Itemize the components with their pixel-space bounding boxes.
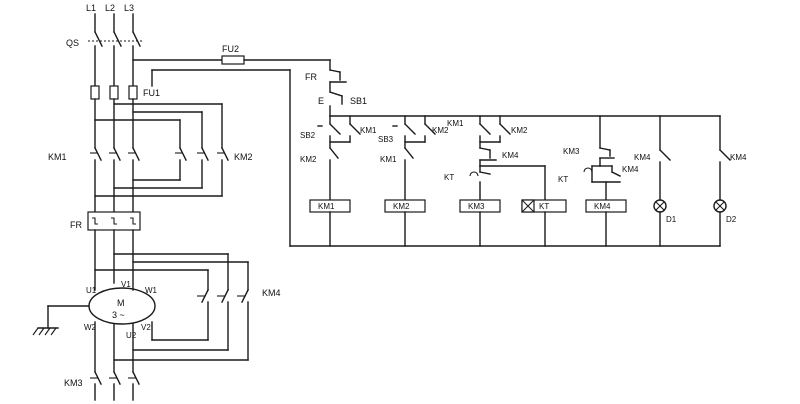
phase-label-l2: L2	[105, 3, 115, 13]
qs-label: QS	[66, 38, 79, 48]
coil-kt: KT	[521, 199, 567, 213]
km2-col3-label: KM2	[511, 126, 528, 135]
fr-thermal-relay: FR	[70, 211, 141, 231]
fu1-fuses: FU1	[90, 85, 160, 100]
km3-delta-contacts: KM3	[64, 371, 140, 401]
e-label: E	[318, 96, 324, 106]
terminal-u2: U2	[126, 331, 137, 340]
fr-power-label: FR	[70, 220, 82, 230]
coil-km4-label: KM4	[594, 202, 611, 211]
power-circuit: L1 L2 L3 QS FU1	[32, 3, 281, 401]
km4-col4-label: KM4	[622, 165, 639, 174]
fu2-fuse	[221, 55, 245, 65]
lamp-d2-icon: D2	[713, 199, 737, 224]
motor-name: M	[117, 298, 125, 308]
lamp-d1-label: D1	[666, 215, 677, 224]
phase-label-l1: L1	[86, 3, 96, 13]
km1-seal-label: KM1	[360, 126, 377, 135]
km2-power-label: KM2	[234, 152, 253, 162]
coil-km3-label: KM3	[468, 202, 485, 211]
sb1-stop-button: E SB1	[318, 91, 367, 117]
terminal-v2: V2	[141, 323, 151, 332]
km2-interlock-label: KM2	[300, 155, 317, 164]
coil-km2: KM2	[384, 199, 426, 213]
branch-d2: KM4	[719, 115, 747, 201]
kt-col4-label: KT	[558, 175, 568, 184]
branch-km4: KM3 KM4 KT	[558, 115, 639, 201]
motor-type: 3 ~	[112, 310, 125, 320]
control-circuit: FU2 FR E SB1 SB2 KM1	[132, 44, 747, 247]
ground-icon	[32, 305, 90, 336]
km2-main-contacts: KM2	[175, 147, 253, 162]
terminal-w2: W2	[84, 323, 97, 332]
lamp-d1-icon: D1	[653, 199, 677, 224]
coil-km4: KM4	[585, 199, 627, 213]
lamp-d2-label: D2	[726, 215, 737, 224]
km4-power-label: KM4	[262, 288, 281, 298]
coil-km1: KM1	[309, 199, 351, 213]
fu1-label: FU1	[143, 88, 160, 98]
phase-label-l3: L3	[124, 3, 134, 13]
km2-seal-label: KM2	[432, 126, 449, 135]
km1-interlock-label: KM1	[380, 155, 397, 164]
km4-nc-label: KM4	[502, 151, 519, 160]
fr-control-label: FR	[305, 72, 317, 82]
sb1-label: SB1	[350, 96, 367, 106]
terminal-v1: V1	[121, 280, 131, 289]
kt-nc-label: KT	[444, 173, 454, 182]
branch-km3-kt: KM1 KM2 KM4 KT	[444, 115, 546, 201]
branch-d1: KM4	[634, 115, 671, 201]
fu2-label: FU2	[222, 44, 239, 54]
km1-col3-label: KM1	[447, 119, 464, 128]
km3-col4-label: KM3	[563, 147, 580, 156]
qs-switch: QS	[66, 31, 142, 48]
km4-d1-label: KM4	[634, 153, 651, 162]
coil-kt-label: KT	[539, 202, 549, 211]
fr-nc-contact: FR	[305, 69, 347, 93]
km4-star-contacts: KM4	[94, 253, 281, 361]
km1-power-label: KM1	[48, 152, 67, 162]
coil-km1-label: KM1	[318, 202, 335, 211]
terminal-u1: U1	[86, 286, 97, 295]
km4-d2-label: KM4	[730, 153, 747, 162]
km3-power-label: KM3	[64, 378, 83, 388]
branch-km2: SB3 KM2 KM1	[378, 115, 449, 201]
sb2-label: SB2	[300, 131, 316, 140]
terminal-w1: W1	[145, 286, 158, 295]
coil-km2-label: KM2	[393, 202, 410, 211]
km1-main-contacts: KM1	[48, 147, 140, 162]
branch-km1: SB2 KM1 KM2	[300, 115, 377, 201]
coil-km3: KM3	[459, 199, 501, 213]
sb3-label: SB3	[378, 135, 394, 144]
